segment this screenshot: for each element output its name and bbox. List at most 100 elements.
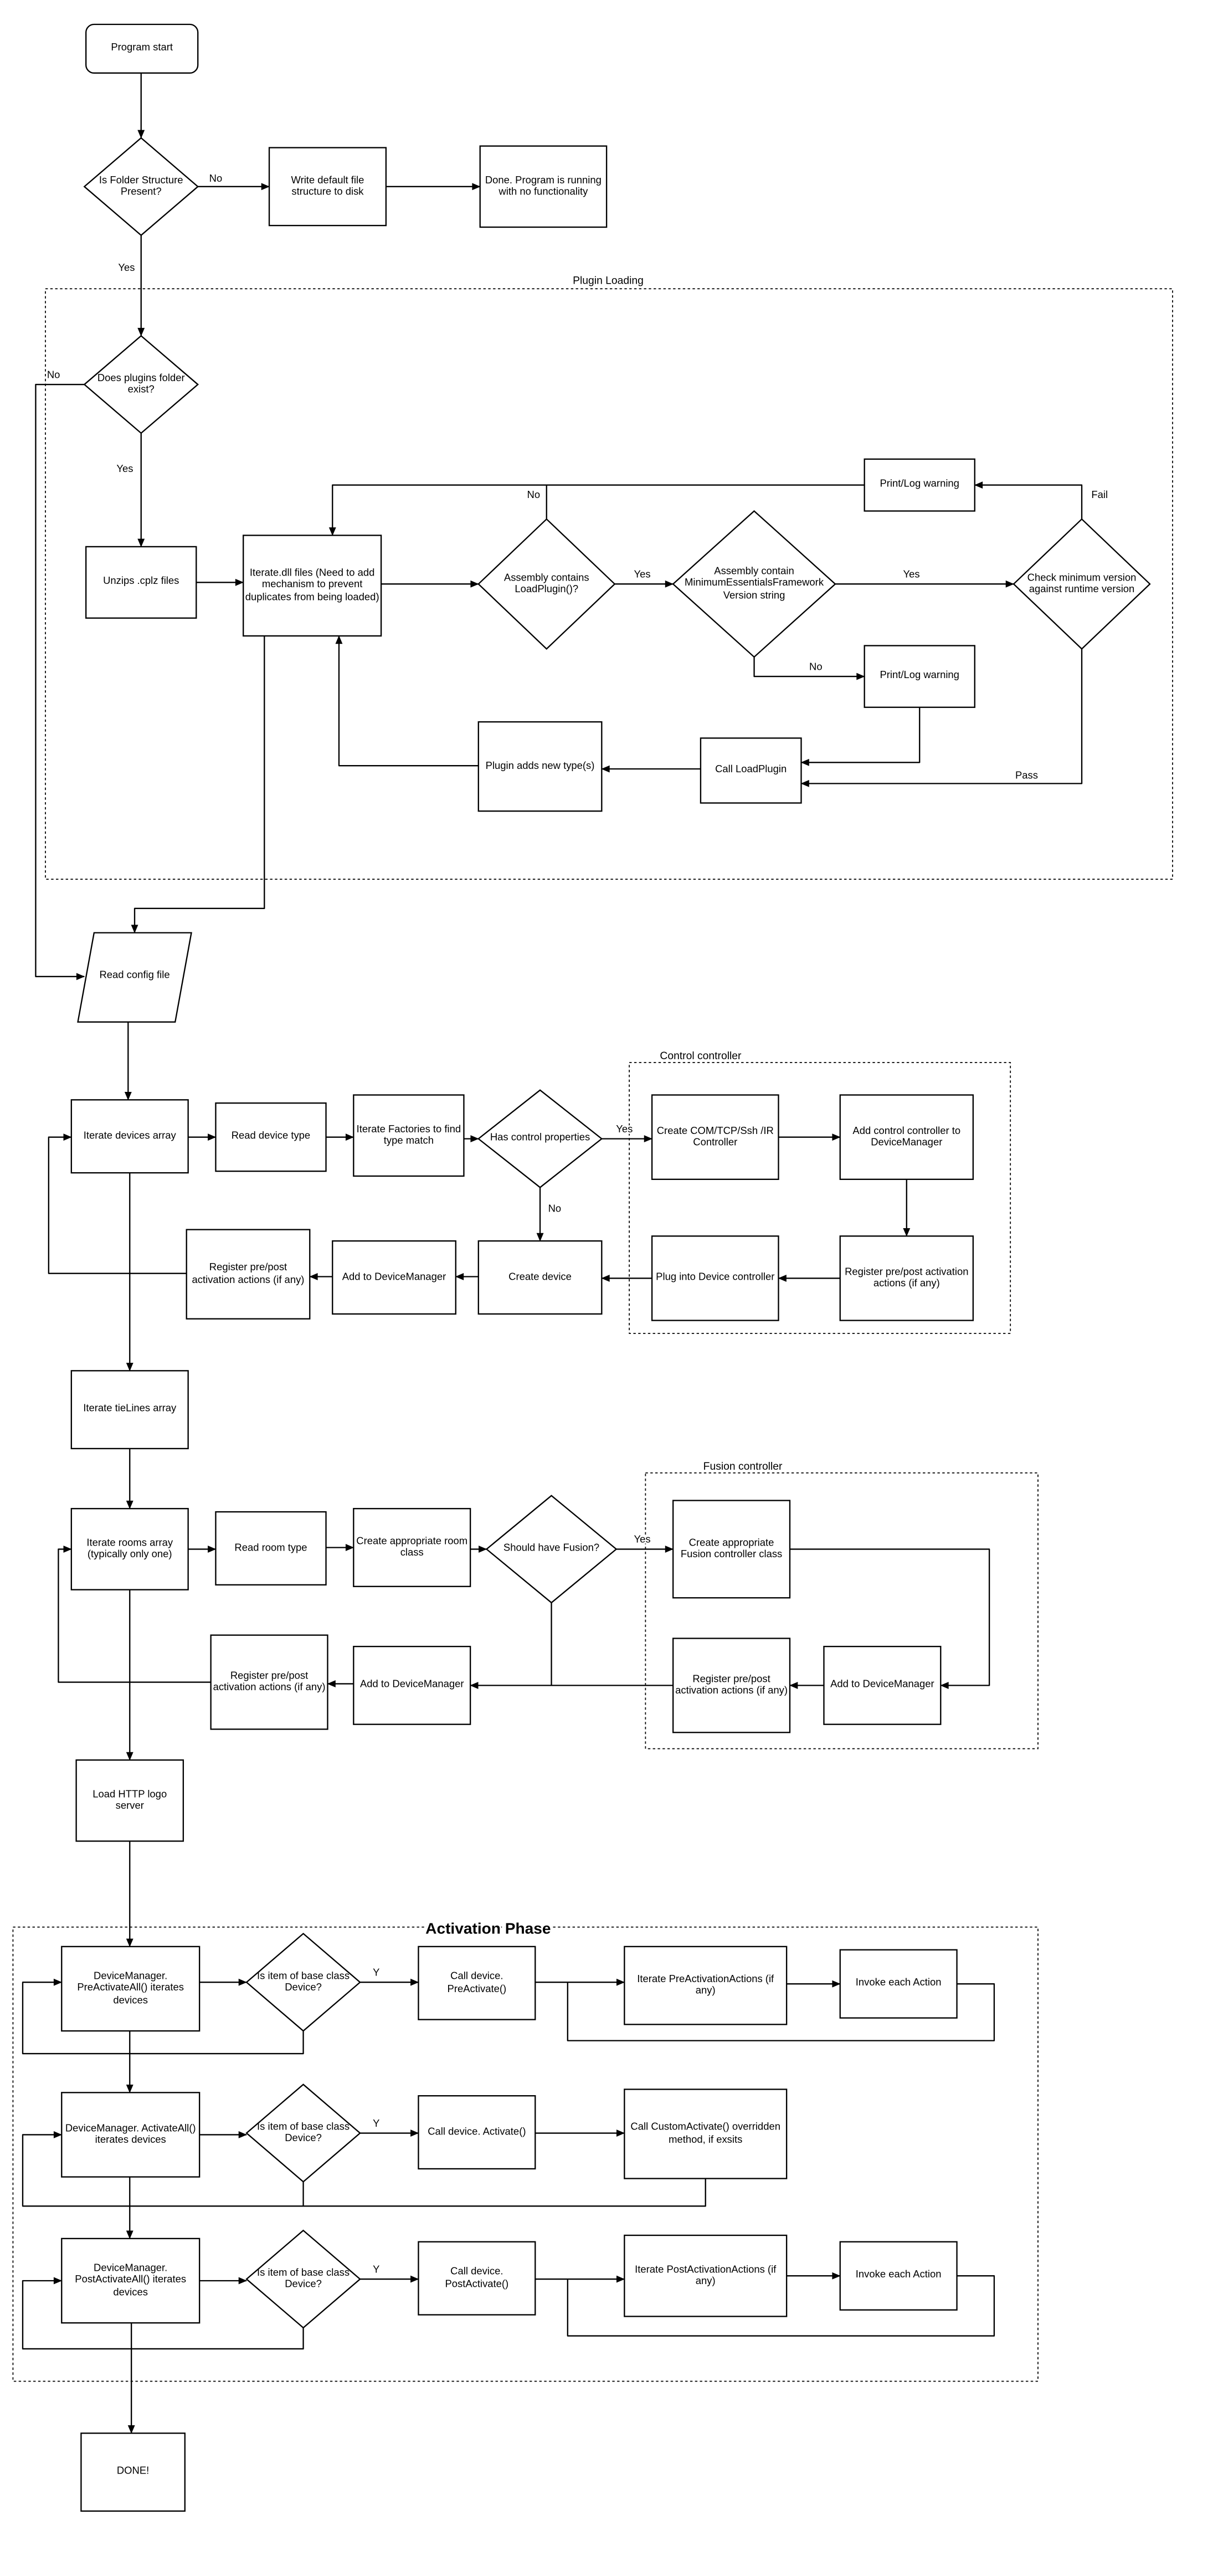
flow-edge [328, 484, 865, 536]
node-print-log-warning-no [864, 645, 975, 708]
node-call-preactivate [418, 1946, 536, 2020]
node-register-activation-device [186, 1229, 311, 1320]
control-controller-container [629, 1062, 1011, 1334]
add-to-devicemanager-room-label: Add to DeviceManager [359, 1679, 464, 1691]
node-iterate-rooms [70, 1508, 189, 1590]
add-to-devicemanager-fusion-label: Add to DeviceManager [830, 1679, 934, 1691]
register-activation-fusion-label: Register pre/post activation actions (if… [675, 1674, 788, 1697]
edge-label-yes-fusion: Yes [634, 1533, 650, 1545]
print-log-warning-fail-label: Print/Log warning [880, 479, 959, 491]
flow-edge [567, 1982, 995, 2041]
flow-edge [567, 2275, 995, 2337]
section-containers [12, 288, 1173, 2382]
edge-label-yes-version: Yes [903, 568, 920, 579]
edge-label-no-control: No [548, 1202, 562, 1214]
node-add-to-devicemanager-device [332, 1240, 456, 1315]
decision-has-control-properties [477, 1089, 603, 1188]
node-dm-activateall [61, 2092, 201, 2178]
edge-label-y2: Y [373, 2117, 379, 2129]
flow-edge [800, 707, 921, 766]
assembly-version-label: Assembly contain MinimumEssentialsFramew… [685, 566, 824, 602]
has-control-properties-label: Has control properties [490, 1133, 590, 1145]
edge-label-no-loadplugin: No [527, 489, 541, 500]
fusion-controller-title: Fusion controller [703, 1461, 783, 1472]
edge-label-y3: Y [373, 2263, 379, 2275]
node-create-device [477, 1240, 603, 1315]
node-add-to-devicemanager-room [353, 1645, 471, 1725]
iterate-factories-label: Iterate Factories to find type match [356, 1123, 461, 1147]
read-device-type-label: Read device type [231, 1131, 311, 1143]
flow-nodes [61, 23, 1151, 2512]
add-to-devicemanager-device-label: Add to DeviceManager [342, 1271, 446, 1284]
decision-base-device-3 [245, 2229, 361, 2329]
add-control-controller-label: Add control controller to DeviceManager [852, 1125, 961, 1149]
decision-should-have-fusion [485, 1495, 618, 1604]
plugin-loading-title: Plugin Loading [573, 275, 644, 287]
decision-assembly-version [672, 510, 836, 658]
create-room-class-label: Create appropriate room class [356, 1536, 468, 1559]
node-done-no-functionality [479, 145, 608, 228]
write-default-structure-label: Write default file structure to disk [291, 175, 364, 198]
plugin-adds-types-label: Plugin adds new type(s) [485, 761, 595, 772]
node-print-log-warning-fail [864, 458, 975, 512]
flow-edge [131, 635, 265, 933]
call-customactivate-label: Call CustomActivate() overridden method,… [630, 2122, 780, 2146]
section-titles: Plugin Loading Control controller Fusion… [424, 274, 784, 1939]
node-iterate-preactivation [624, 1946, 788, 2025]
check-min-version-label: Check minimum version against runtime ve… [1027, 572, 1137, 596]
node-create-fusion-controller [672, 1500, 791, 1599]
decision-plugins-folder [83, 335, 199, 434]
edge-label-yes-plugins: Yes [116, 463, 133, 474]
node-call-customactivate [624, 2088, 788, 2179]
node-read-device-type [215, 1102, 327, 1172]
call-activate-label: Call device. Activate() [428, 2126, 526, 2138]
print-log-warning-no-label: Print/Log warning [880, 670, 959, 683]
edge-label-yes-folder: Yes [118, 261, 135, 273]
decision-assembly-loadplugin [477, 518, 616, 650]
assembly-loadplugin-label: Assembly contains LoadPlugin()? [503, 572, 589, 596]
edge-label-pass: Pass [1015, 769, 1038, 781]
unzip-cplz-label: Unzips .cplz files [103, 576, 179, 588]
plugin-loading-container [45, 288, 1173, 880]
register-activation-room-label: Register pre/post activation actions (if… [213, 1670, 326, 1694]
invoke-each-action-1-label: Invoke each Action [855, 1978, 942, 1990]
node-add-control-controller [839, 1094, 974, 1180]
node-iterate-postactivation [624, 2234, 788, 2317]
node-register-activation-room [210, 1634, 328, 1730]
node-iterate-tielines [70, 1370, 189, 1450]
program-start-label: Program start [111, 43, 173, 55]
node-plugin-adds-types [477, 721, 603, 812]
node-dm-preactivateall [61, 1946, 201, 2032]
node-dm-postactivateall [61, 2238, 201, 2324]
done-no-functionality-label: Done. Program is running with no functio… [485, 175, 602, 198]
iterate-preactivation-label: Iterate PreActivationActions (if any) [637, 1974, 774, 1997]
read-config-file-label: Read config file [99, 971, 170, 982]
node-program-start [85, 23, 199, 74]
activation-phase-container [12, 1926, 1039, 2382]
flow-edge [335, 635, 479, 767]
load-http-logo-server-label: Load HTTP logo server [92, 1789, 167, 1812]
edge-label-yes-control: Yes [616, 1123, 633, 1135]
dm-preactivateall-label: DeviceManager. PreActivateAll() iterates… [77, 1971, 184, 2006]
control-controller-title: Control controller [660, 1050, 742, 1062]
flow-edge [22, 2277, 304, 2350]
node-read-room-type [215, 1511, 327, 1586]
iterate-devices-array-label: Iterate devices array [83, 1130, 176, 1142]
dm-postactivateall-label: DeviceManager. PostActivateAll() iterate… [75, 2263, 187, 2298]
flow-edge [974, 481, 1083, 520]
node-load-http-logo-server [75, 1759, 184, 1842]
decision-check-min-version [1013, 518, 1151, 650]
flow-edge [800, 649, 1083, 787]
flow-edge [753, 656, 865, 680]
edge-label-yes-loadplugin: Yes [634, 568, 650, 579]
flow-edges [22, 73, 1083, 2434]
plugins-folder-label: Does plugins folder exist? [97, 373, 185, 396]
edge-label-no-version: No [809, 660, 823, 672]
flow-edge [35, 383, 85, 981]
node-invoke-each-action-1 [839, 1949, 958, 2019]
create-fusion-controller-label: Create appropriate Fusion controller cla… [680, 1537, 783, 1561]
create-controller-label: Create COM/TCP/Ssh /IR Controller [656, 1125, 774, 1149]
node-plug-into-device-controller [651, 1235, 779, 1321]
create-device-label: Create device [508, 1271, 572, 1284]
